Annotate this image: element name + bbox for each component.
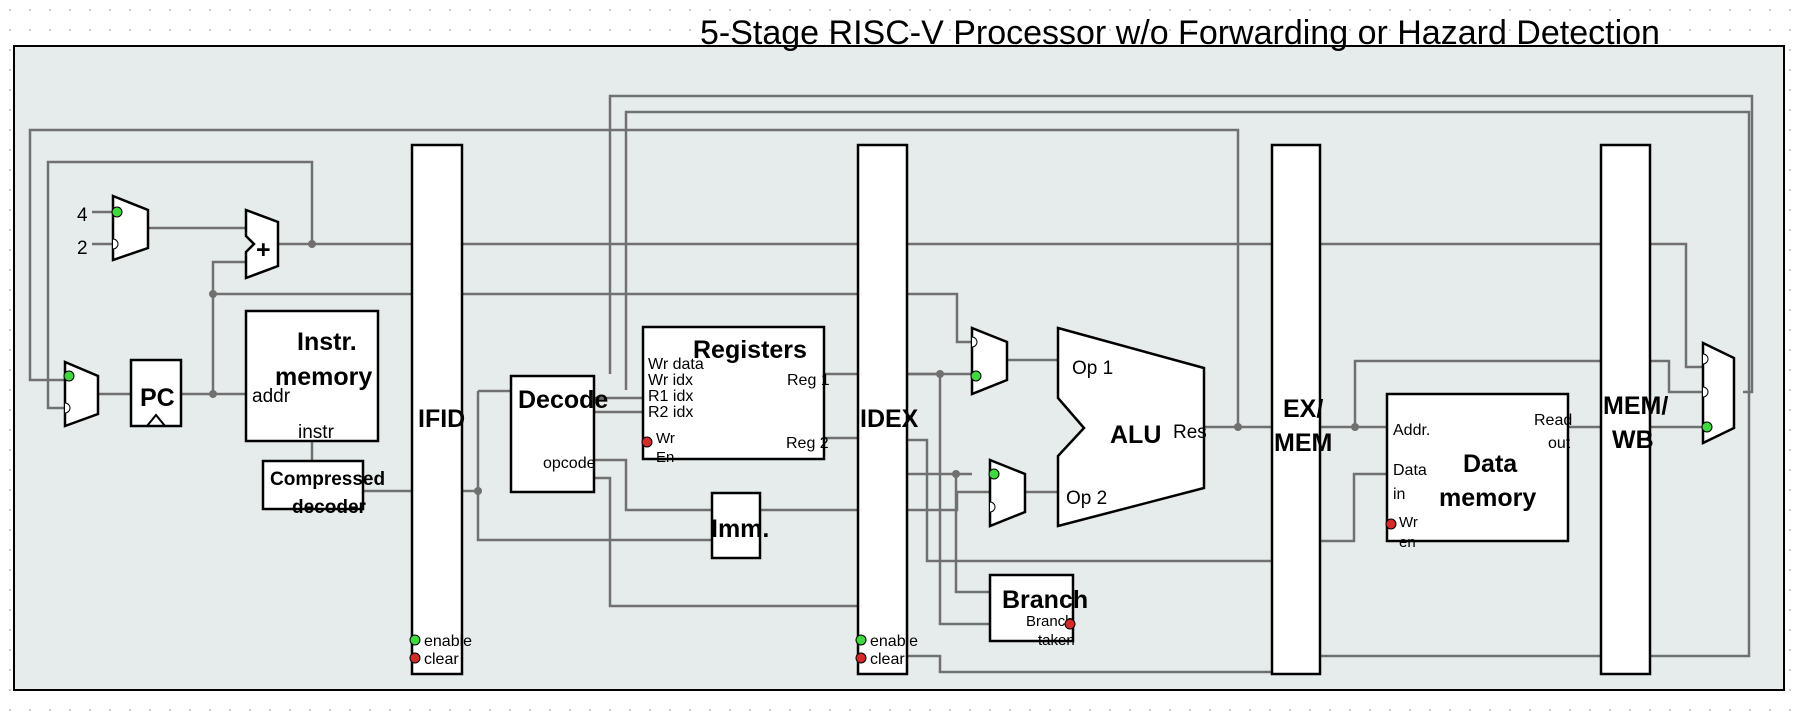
register-file: Registers Wr data Wr idx R1 idx R2 idx W… <box>641 325 830 466</box>
dmem-read-1: Read <box>1534 412 1572 429</box>
idex-label: IDEX <box>860 405 919 433</box>
decode-opcode-port: opcode <box>543 455 596 472</box>
pc-label: PC <box>140 384 175 412</box>
imem-instr-port: instr <box>298 422 335 443</box>
const-four: 4 <box>77 205 88 226</box>
regs-reg1-port: Reg 1 <box>787 372 830 389</box>
alu-op2-port: Op 2 <box>1066 488 1107 509</box>
cdec-title-2: decoder <box>292 497 367 518</box>
diagram-title: 5-Stage RISC-V Processor w/o Forwarding … <box>700 14 1660 52</box>
memwb-register: MEM/ WB <box>1599 143 1668 676</box>
idex-enable: enable <box>870 633 918 650</box>
pc-adder: + <box>244 208 280 280</box>
alu-op1-port: Op 1 <box>1072 358 1113 379</box>
pc-register: PC <box>129 358 183 428</box>
alu: Op 1 Op 2 ALU Res <box>1056 326 1207 528</box>
dmem-read-2: out <box>1548 435 1571 452</box>
regs-wr-idx: Wr idx <box>648 372 693 389</box>
alu-res-port: Res <box>1173 422 1207 443</box>
ifid-clear: clear <box>424 651 459 668</box>
imm-label: Imm. <box>711 515 769 543</box>
idex-clear: clear <box>870 651 905 668</box>
dmem-addr-port: Addr. <box>1393 422 1430 439</box>
regs-r2-idx: R2 idx <box>648 404 693 421</box>
instruction-memory: Instr. memory addr instr <box>244 309 380 443</box>
imem-title-1: Instr. <box>297 328 357 356</box>
ifid-label: IFID <box>418 405 465 433</box>
constant-inputs: 4 2 <box>77 205 88 259</box>
branch-label: Branch <box>1002 586 1088 614</box>
dmem-wr-pin: Wr <box>1399 514 1418 531</box>
regs-reg2-port: Reg 2 <box>786 435 829 452</box>
regs-title: Registers <box>693 336 807 364</box>
alu-op1-mux <box>970 326 1009 396</box>
ifid-register: IFID enable clear <box>409 143 472 676</box>
branch-taken-2: taken <box>1038 632 1075 649</box>
wires <box>28 94 1754 674</box>
alu-op2-mux <box>988 458 1027 528</box>
pc-mux <box>63 360 100 428</box>
dmem-datain-2: in <box>1393 486 1405 503</box>
dmem-title-1: Data <box>1463 450 1518 478</box>
adder-plus: + <box>256 236 271 264</box>
decode-label: Decode <box>518 386 608 414</box>
memwb-label-1: MEM/ <box>1603 392 1668 420</box>
regs-wr-data: Wr data <box>648 356 704 373</box>
imem-addr-port: addr <box>252 386 291 407</box>
exmem-label-2: MEM <box>1274 429 1332 457</box>
regs-en-pin: En <box>656 449 674 466</box>
immediate-gen: Imm. <box>710 491 769 560</box>
cdec-title-1: Compressed <box>270 469 385 490</box>
writeback-mux <box>1701 341 1736 445</box>
dmem-title-2: memory <box>1439 484 1536 512</box>
decode-unit: Decode opcode <box>509 374 608 494</box>
regs-wr-pin: Wr <box>656 430 675 447</box>
dmem-en-pin: en <box>1399 534 1416 551</box>
wire-junctions <box>209 240 1359 495</box>
alu-label: ALU <box>1110 421 1161 449</box>
regs-r1-idx: R1 idx <box>648 388 693 405</box>
imem-title-2: memory <box>275 363 372 391</box>
data-memory: Data memory Addr. Data in Wr en Read out <box>1385 392 1572 551</box>
branch-taken-1: Branch <box>1026 613 1074 630</box>
exmem-register: EX/ MEM <box>1270 143 1332 676</box>
dmem-datain-1: Data <box>1393 462 1427 479</box>
exmem-label-1: EX/ <box>1283 395 1323 423</box>
ifid-enable: enable <box>424 633 472 650</box>
const-two: 2 <box>77 238 88 259</box>
idex-register: IDEX enable clear <box>855 143 919 676</box>
memwb-label-2: WB <box>1612 426 1654 454</box>
incr-mux <box>111 194 150 262</box>
branch-unit: Branch Branch taken <box>988 573 1088 649</box>
compressed-decoder: Compressed decoder <box>261 459 385 518</box>
